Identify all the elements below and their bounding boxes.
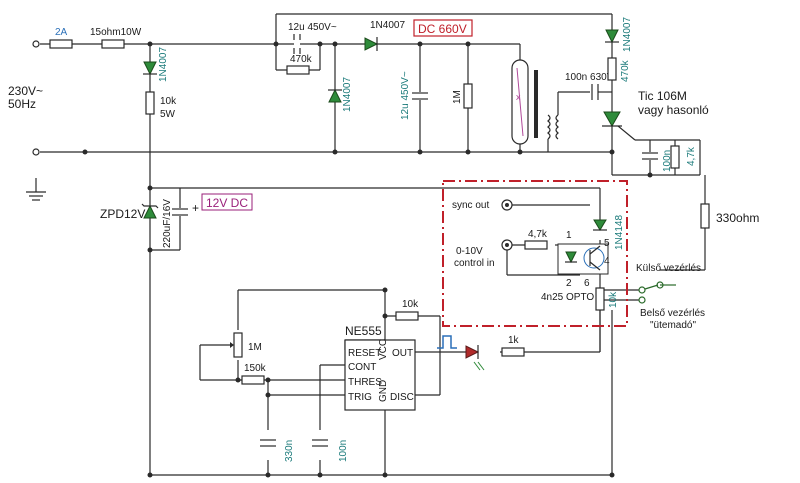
resistor-470k-label: 470k	[290, 54, 313, 65]
r5w-label: 5W	[160, 109, 176, 120]
zener-diode: ZPD12V	[100, 203, 159, 221]
diode-right-top: 1N4007	[605, 17, 633, 52]
resistor-1k: 1k	[501, 335, 525, 357]
junctions	[82, 41, 653, 478]
disc-pin-label: DISC	[390, 392, 414, 403]
r10k-label: 10k	[160, 96, 177, 107]
dc12-badge: 12V DC	[201, 193, 253, 211]
cap-plus-label: +	[192, 201, 199, 215]
terminal-l-icon	[32, 40, 40, 48]
trigger-coil-icon	[547, 91, 590, 152]
mode-switch-icon: Külső vezérlés Belső vezérlés "ütemadó"	[636, 263, 705, 331]
zener-label: ZPD12V	[100, 207, 145, 221]
pulse-icon	[437, 335, 457, 349]
dc660-label: DC 660V	[418, 22, 467, 36]
cap-220u: + 220uF/16V	[162, 199, 199, 248]
r4k7-opto-label: 4,7k	[528, 229, 548, 240]
cap-top-label: 12u 450V~	[288, 22, 337, 33]
diode-mid-label: 1N4007	[342, 77, 353, 112]
control-label-b: control in	[454, 258, 495, 269]
diode-right-top-label: 1N4007	[622, 17, 633, 52]
diode-left-label: 1N4007	[158, 47, 169, 82]
opto-chip-icon	[557, 243, 609, 275]
opto-module: sync out 0-10V control in 4,7k 1 2 4 5 6…	[442, 180, 628, 327]
pin4-label: 4	[604, 256, 610, 267]
trig-pin-label: TRIG	[348, 392, 372, 403]
cap-330n-label: 330n	[284, 440, 295, 462]
vcc-pin-label: VCC	[378, 339, 389, 360]
resistor-1m: 1M	[452, 83, 473, 109]
opto-label: 4n25 OPTO	[541, 292, 594, 303]
thyristor-label-b: vagy hasonló	[638, 103, 709, 117]
earth-icon	[26, 178, 46, 201]
cap-100n-555-label: 100n	[338, 440, 349, 462]
resistor-470k-top: 470k	[286, 54, 313, 75]
ic-name-label: NE555	[345, 324, 382, 338]
gnd-pin-label: GND	[378, 380, 389, 402]
cap-630-label: 100n 630V	[565, 72, 614, 83]
fuse: 2A	[49, 27, 73, 49]
series-resistor-label: 15ohm10W	[90, 27, 142, 38]
cap-220u-label: 220uF/16V	[162, 199, 173, 248]
cap-100n-555: 100n	[312, 439, 349, 462]
reset-pin-label: RESET	[348, 348, 381, 359]
resistor-10k-5w: 10k 5W	[145, 91, 177, 120]
r1k-label: 1k	[508, 335, 520, 346]
d1n4148-label: 1N4148	[614, 215, 625, 250]
r1m-label: 1M	[452, 90, 463, 104]
thyristor-icon: Tic 106M vagy hasonló	[602, 89, 709, 141]
mains-input: 230V~ 50Hz	[8, 40, 46, 201]
resistor-4k7-gate: 4,7k	[670, 145, 697, 169]
dc12-label: 12V DC	[206, 196, 248, 210]
dc660-badge: DC 660V	[413, 19, 473, 37]
cap-100n-630v: 100n 630V	[565, 72, 614, 100]
potentiometer-1m: 1M	[200, 332, 262, 358]
pin1-label: 1	[566, 230, 572, 241]
resistor-470k-right: 470k	[607, 57, 631, 82]
diode-mid: 1N4007	[328, 77, 353, 112]
cap-gate-label: 100n	[662, 150, 673, 172]
int-ctrl-label-a: Belső vezérlés	[640, 308, 705, 319]
series-resistor: 15ohm10W	[90, 27, 142, 49]
cap-12u-450v: 12u 450V~	[400, 71, 428, 120]
resistor-150k: 150k	[241, 363, 267, 385]
mains-voltage-label: 230V~	[8, 84, 43, 98]
diode-top: 1N4007	[364, 20, 405, 51]
fuse-label: 2A	[55, 27, 68, 38]
mains-frequency-label: 50Hz	[8, 97, 36, 111]
thyristor-label-a: Tic 106M	[638, 89, 687, 103]
diode-top-label: 1N4007	[370, 20, 405, 31]
flash-tube-icon: x	[511, 59, 538, 145]
resistor-10k-555: 10k	[395, 299, 419, 321]
cont-pin-label: CONT	[348, 362, 376, 373]
cap-100n-gate: 100n	[642, 150, 673, 172]
ne555-ic: NE555 RESET CONT THRES TRIG OUT DISC VCC…	[344, 324, 416, 411]
ext-ctrl-label: Külső vezérlés	[636, 263, 701, 274]
r4k7-gate-label: 4,7k	[686, 146, 697, 166]
r470k-right-label: 470k	[620, 59, 631, 82]
sync-out-label: sync out	[452, 200, 489, 211]
r10k-opto-label: 10k	[608, 291, 619, 308]
resistor-330: 330ohm	[700, 203, 759, 229]
svg-text:x: x	[516, 92, 521, 102]
r330-label: 330ohm	[716, 211, 759, 225]
pot-label: 1M	[248, 342, 262, 353]
thres-pin-label: THRES	[348, 377, 382, 388]
r10k-555-label: 10k	[402, 299, 419, 310]
pin6-label: 6	[584, 278, 590, 289]
out-pin-label: OUT	[392, 348, 413, 359]
pin5-label: 5	[604, 238, 610, 249]
cap-450-label: 12u 450V~	[400, 71, 411, 120]
terminal-n-icon	[32, 148, 40, 156]
led-icon	[465, 345, 485, 371]
r150k-label: 150k	[244, 363, 267, 374]
control-label-a: 0-10V	[456, 246, 483, 257]
int-ctrl-label-b: "ütemadó"	[650, 320, 696, 331]
diode-left: 1N4007	[143, 47, 169, 82]
pin2-label: 2	[566, 278, 572, 289]
cap-12u-top: 12u 450V~	[276, 22, 337, 54]
cap-330n: 330n	[260, 439, 295, 462]
